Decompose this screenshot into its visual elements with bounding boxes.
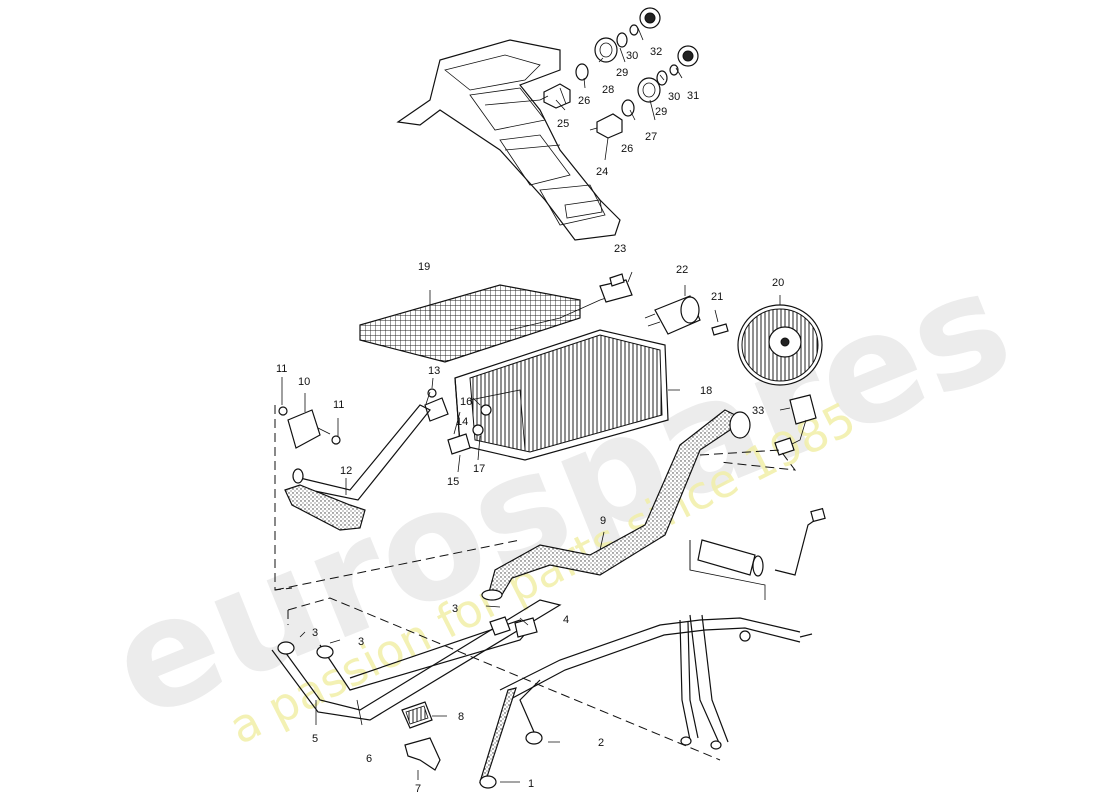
washer-26-top: [575, 63, 589, 81]
label-30a: 30: [626, 50, 638, 62]
connector-23: [509, 273, 633, 331]
label-21: 21: [711, 291, 723, 303]
refrigerant-lines: [271, 599, 813, 789]
label-6: 6: [366, 753, 372, 765]
ring-30-low: [669, 64, 679, 76]
label-5: 5: [312, 733, 318, 745]
label-2: 2: [598, 737, 604, 749]
label-8: 8: [458, 711, 464, 723]
label-26a: 26: [578, 95, 590, 107]
label-11a: 11: [276, 363, 287, 375]
label-3c: 3: [358, 636, 364, 648]
label-4: 4: [563, 614, 569, 626]
label-26b: 26: [621, 143, 633, 155]
shaft-21: [711, 323, 729, 336]
receiver-dryer: [697, 507, 826, 577]
blower-wheel-20: [737, 304, 823, 386]
switch-25: [539, 83, 571, 109]
label-29a: 29: [616, 67, 628, 79]
label-29b: 29: [655, 106, 667, 118]
label-10: 10: [298, 376, 310, 388]
label-3a: 3: [452, 603, 458, 615]
fittings-13-17: [424, 388, 526, 455]
label-28: 28: [602, 84, 614, 96]
label-15: 15: [447, 476, 459, 488]
label-23: 23: [614, 243, 626, 255]
label-1: 1: [528, 778, 534, 790]
pipe-12: [284, 404, 431, 531]
label-19: 19: [418, 261, 430, 273]
label-16: 16: [460, 396, 472, 408]
label-7: 7: [415, 783, 421, 795]
connector-33: [774, 394, 817, 456]
label-18: 18: [700, 385, 712, 397]
label-20: 20: [772, 277, 784, 289]
label-14: 14: [456, 416, 468, 428]
label-17: 17: [473, 463, 485, 475]
part-labels: 1 2 3 3 3 4 5 6 7 8 9 10 11 11 12 13 14 …: [276, 46, 784, 795]
label-3b: 3: [312, 627, 318, 639]
label-12: 12: [340, 465, 352, 477]
label-13: 13: [428, 365, 440, 377]
label-32: 32: [650, 46, 662, 58]
bezel-28: [594, 37, 618, 63]
label-33: 33: [752, 405, 764, 417]
blower-motor-22: [644, 295, 729, 336]
leader-lines: [281, 27, 791, 783]
label-9: 9: [600, 515, 606, 527]
label-27: 27: [645, 131, 657, 143]
ring-30-top: [629, 24, 639, 36]
switch-24: [589, 113, 623, 139]
center-console: [396, 39, 621, 241]
clamps: [401, 701, 441, 771]
expansion-valve-10: [278, 406, 341, 449]
label-25: 25: [557, 118, 569, 130]
evaporator-mat-19: [359, 284, 581, 363]
label-22: 22: [676, 264, 688, 276]
label-11b: 11: [333, 399, 344, 411]
hose-9: [481, 409, 751, 601]
control-switches: [539, 7, 699, 139]
seal-11-left: [278, 406, 288, 416]
label-30b: 30: [668, 91, 680, 103]
label-31: 31: [687, 90, 699, 102]
assembly-outlines: [274, 405, 797, 761]
washer-29-top: [616, 32, 628, 48]
label-24: 24: [596, 166, 608, 178]
bezel-27: [637, 77, 661, 103]
